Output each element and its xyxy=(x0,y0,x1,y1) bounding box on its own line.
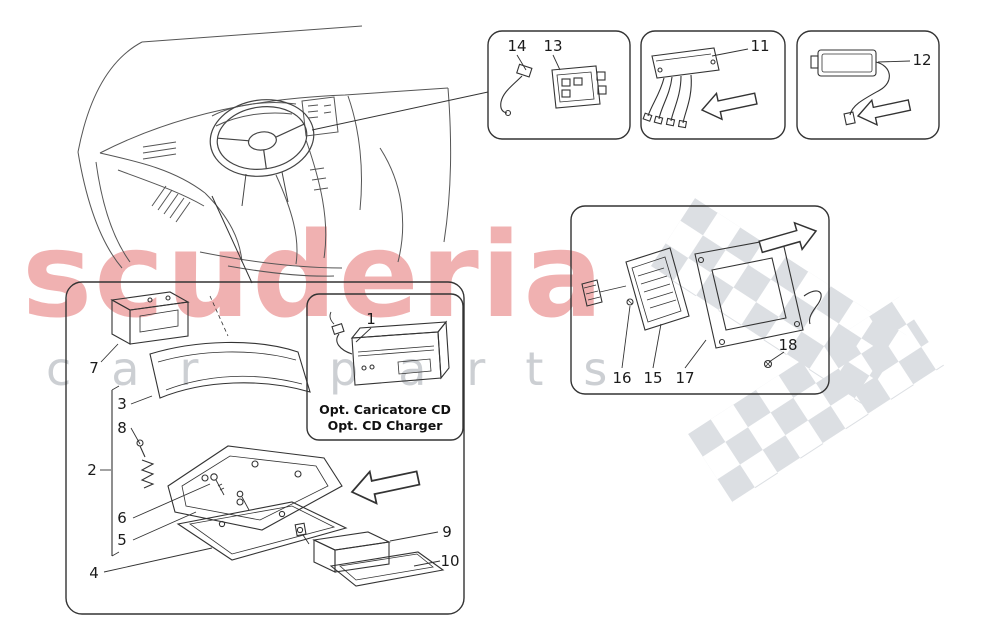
part-label-10: 10 xyxy=(440,552,460,570)
part-label-12: 12 xyxy=(912,51,932,69)
part-label-13: 13 xyxy=(543,37,563,55)
part-label-6: 6 xyxy=(117,509,127,527)
callout-connection-lines xyxy=(211,91,489,284)
checkered-flag-watermark xyxy=(650,198,945,503)
direction-arrow-box-11 xyxy=(698,84,760,124)
direction-arrow-main-box xyxy=(347,461,423,509)
detail-box-13-14 xyxy=(500,63,607,117)
part-label-16: 16 xyxy=(612,369,632,387)
part-label-17: 17 xyxy=(675,369,695,387)
part-label-11: 11 xyxy=(750,37,770,55)
optional-cd-charger-note: Opt. Caricatore CD Opt. CD Charger xyxy=(307,402,463,433)
optional-note-line-2: Opt. CD Charger xyxy=(327,417,443,433)
optional-note-line-1: Opt. Caricatore CD xyxy=(319,402,451,417)
main-assembly-parts xyxy=(110,291,450,587)
callout-boxes xyxy=(65,30,940,615)
detail-box-15-18 xyxy=(581,237,822,369)
part-label-2: 2 xyxy=(87,461,97,479)
part-label-1: 1 xyxy=(366,310,376,328)
detail-box-11 xyxy=(642,47,720,129)
part-label-7: 7 xyxy=(89,359,99,377)
part-label-15: 15 xyxy=(643,369,663,387)
part-label-8: 8 xyxy=(117,419,127,437)
steering-wheel-sketch xyxy=(209,99,315,177)
part-label-4: 4 xyxy=(89,564,99,582)
part-label-18: 18 xyxy=(778,336,798,354)
part-label-14: 14 xyxy=(507,37,527,55)
part-label-5: 5 xyxy=(117,531,127,549)
direction-arrow-box-12 xyxy=(854,92,913,130)
part-label-3: 3 xyxy=(117,395,127,413)
detail-box-12 xyxy=(810,49,890,126)
part-label-9: 9 xyxy=(442,523,452,541)
